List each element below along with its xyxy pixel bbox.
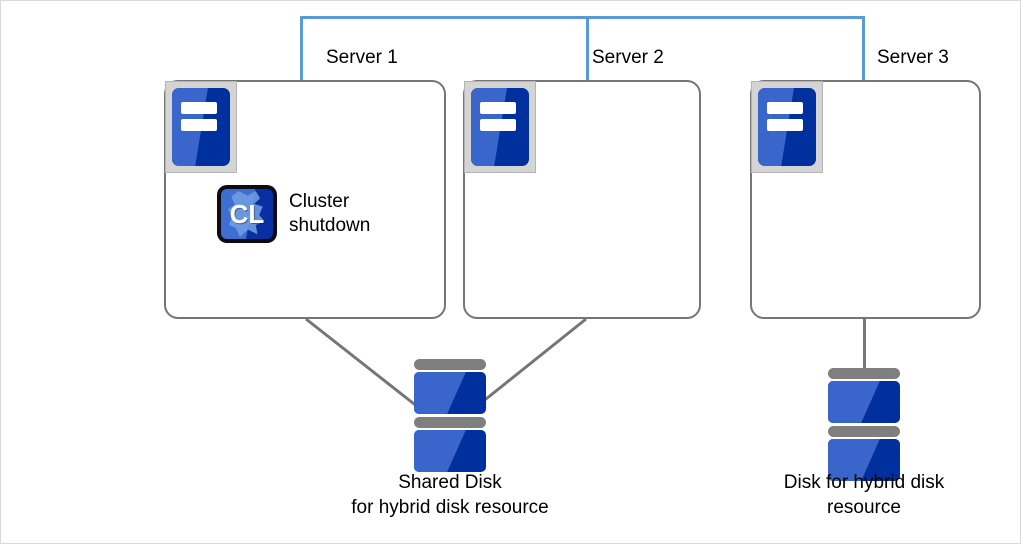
disk-platter <box>414 372 486 414</box>
server-icon-body <box>172 88 230 166</box>
disk-cap <box>414 417 486 428</box>
server-icon-body <box>471 88 529 166</box>
server-icon-bar <box>767 102 804 114</box>
network-drop-server-2 <box>586 16 589 80</box>
network-bus-horizontal <box>300 16 865 19</box>
server-icon-3 <box>751 81 823 173</box>
disk-cap <box>828 426 900 437</box>
cluster-icon: CL <box>217 185 277 243</box>
server-icon-body <box>758 88 816 166</box>
server-icon-2 <box>464 81 536 173</box>
cluster-icon-letters: CL <box>229 199 265 229</box>
local-disk-caption: Disk for hybrid disk resource <box>784 471 945 520</box>
server-label-2: Server 2 <box>592 47 664 68</box>
local-disk-connector <box>863 319 866 370</box>
disk-cap <box>828 368 900 379</box>
server-icon-1 <box>165 81 237 173</box>
server-label-3: Server 3 <box>877 47 949 68</box>
server-icon-bar <box>480 102 517 114</box>
local-disk-caption-line1: Disk for hybrid disk <box>783 472 945 493</box>
cluster-shutdown-label-line2: shutdown <box>289 215 371 236</box>
shared-disk-connectors <box>305 317 587 413</box>
server-label-1: Server 1 <box>326 47 398 68</box>
network-drop-server-3 <box>862 16 865 80</box>
cluster-shutdown-label-line1: Cluster <box>289 191 350 213</box>
disk-icon-local <box>828 368 900 484</box>
disk-icon-shared <box>414 359 486 475</box>
disk-platter <box>414 430 486 472</box>
disk-platter <box>828 439 900 481</box>
cluster-icon-inner: CL <box>221 189 273 239</box>
disk-cap <box>414 359 486 370</box>
network-drop-server-1 <box>300 16 303 80</box>
cluster-shutdown-label: Cluster shutdown <box>289 190 370 238</box>
server-icon-bar <box>181 102 218 114</box>
server-icon-bar <box>480 119 517 131</box>
disk-platter <box>828 381 900 423</box>
server-icon-bar <box>767 119 804 131</box>
cluster-shutdown-group[interactable]: CL Cluster shutdown <box>217 185 370 243</box>
local-disk-caption-line2: resource <box>827 496 901 518</box>
shared-disk-caption-line1: Shared Disk <box>398 472 502 493</box>
shared-disk-caption: Shared Disk for hybrid disk resource <box>351 471 548 520</box>
shared-disk-caption-line2: for hybrid disk resource <box>351 496 549 518</box>
server-icon-bar <box>181 119 218 131</box>
